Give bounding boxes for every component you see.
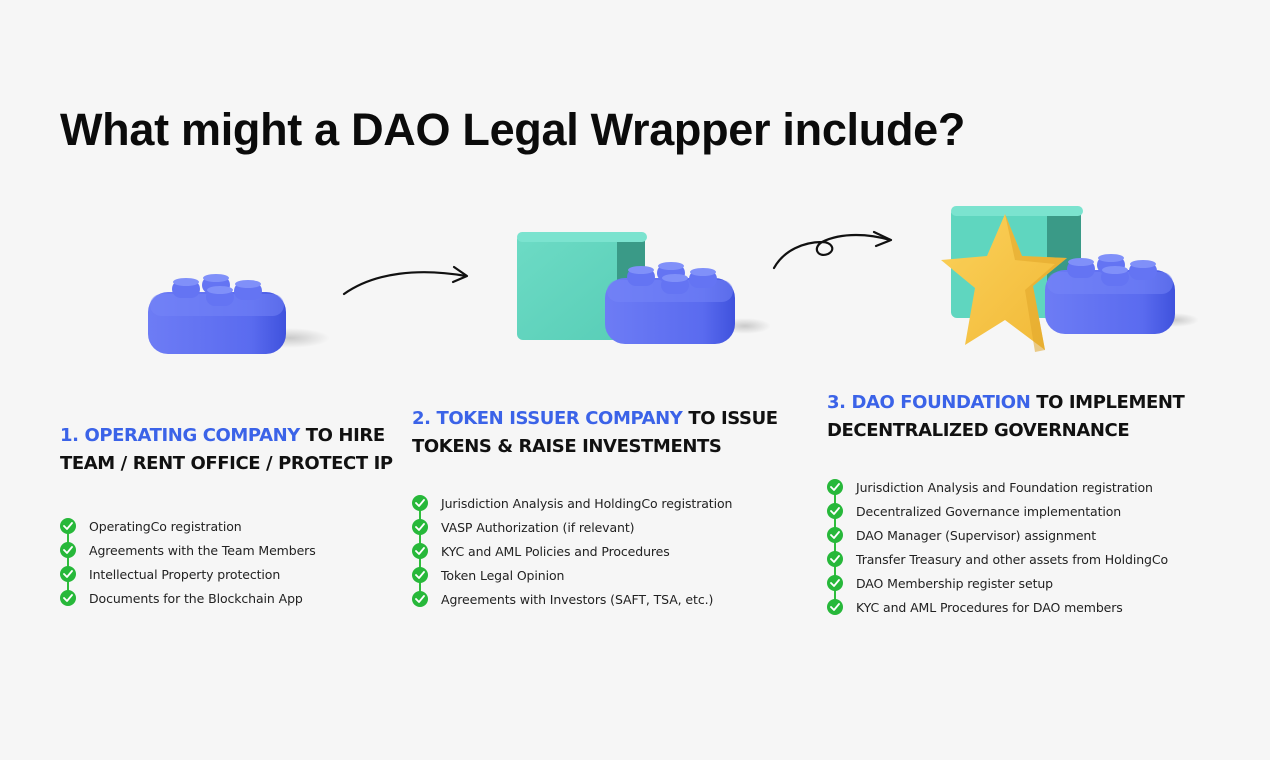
list-item: Agreements with Investors (SAFT, TSA, et… xyxy=(412,587,778,611)
list-item: KYC and AML Policies and Procedures xyxy=(412,539,778,563)
item-label: Intellectual Property protection xyxy=(89,566,281,582)
section-token-issuer-company: 2. TOKEN ISSUER COMPANY TO ISSUE TOKENS … xyxy=(412,405,778,611)
heading-number: 2. xyxy=(412,408,431,429)
heading-rest: TO HIRE xyxy=(299,425,385,446)
check-circle-icon xyxy=(60,542,76,558)
list-item: VASP Authorization (if relevant) xyxy=(412,515,778,539)
heading-accent: OPERATING COMPANY xyxy=(84,425,300,446)
heading-accent: TOKEN ISSUER COMPANY xyxy=(436,408,683,429)
list-item: DAO Manager (Supervisor) assignment xyxy=(827,523,1184,547)
checklist: OperatingCo registration Agreements with… xyxy=(60,514,393,610)
item-label: KYC and AML Procedures for DAO members xyxy=(856,599,1123,615)
list-item: KYC and AML Procedures for DAO members xyxy=(827,595,1184,619)
check-circle-icon xyxy=(412,591,428,607)
list-item: Intellectual Property protection xyxy=(60,562,393,586)
check-circle-icon xyxy=(827,503,843,519)
curved-arrow-icon xyxy=(342,265,469,296)
item-label: Transfer Treasury and other assets from … xyxy=(856,551,1169,567)
check-circle-icon xyxy=(412,519,428,535)
page-title: What might a DAO Legal Wrapper include? xyxy=(60,104,966,155)
list-item: Jurisdiction Analysis and HoldingCo regi… xyxy=(412,491,778,515)
item-label: OperatingCo registration xyxy=(89,518,242,534)
section-heading: 3. DAO FOUNDATION TO IMPLEMENT DECENTRAL… xyxy=(827,389,1185,445)
item-label: Decentralized Governance implementation xyxy=(856,503,1122,519)
item-label: Token Legal Opinion xyxy=(441,567,565,583)
item-label: Documents for the Blockchain App xyxy=(89,590,303,606)
section-heading: 1. OPERATING COMPANY TO HIRE TEAM / RENT… xyxy=(60,422,393,478)
list-item: Documents for the Blockchain App xyxy=(60,586,393,610)
section-operating-company: 1. OPERATING COMPANY TO HIRE TEAM / RENT… xyxy=(60,422,393,610)
item-label: DAO Manager (Supervisor) assignment xyxy=(856,527,1097,543)
list-item: OperatingCo registration xyxy=(60,514,393,538)
check-circle-icon xyxy=(60,518,76,534)
item-label: DAO Membership register setup xyxy=(856,575,1054,591)
item-label: KYC and AML Policies and Procedures xyxy=(441,543,670,559)
item-label: VASP Authorization (if relevant) xyxy=(441,519,635,535)
check-circle-icon xyxy=(412,543,428,559)
item-label: Jurisdiction Analysis and HoldingCo regi… xyxy=(441,495,733,511)
star-cube-and-brick-illustration xyxy=(941,206,1199,352)
check-circle-icon xyxy=(827,599,843,615)
check-circle-icon xyxy=(412,567,428,583)
loop-arrow-icon xyxy=(772,230,893,270)
heading-number: 3. xyxy=(827,392,846,413)
list-item: Decentralized Governance implementation xyxy=(827,499,1184,523)
checklist: Jurisdiction Analysis and Foundation reg… xyxy=(827,475,1184,619)
section-dao-foundation: 3. DAO FOUNDATION TO IMPLEMENT DECENTRAL… xyxy=(827,389,1185,619)
check-circle-icon xyxy=(412,495,428,511)
check-circle-icon xyxy=(60,590,76,606)
check-circle-icon xyxy=(60,566,76,582)
heading-line2: DECENTRALIZED GOVERNANCE xyxy=(827,420,1130,441)
section-heading: 2. TOKEN ISSUER COMPANY TO ISSUE TOKENS … xyxy=(412,405,778,461)
teal-cube-and-brick-illustration xyxy=(517,232,771,344)
list-item: Transfer Treasury and other assets from … xyxy=(827,547,1184,571)
heading-rest: TO ISSUE xyxy=(682,408,778,429)
check-circle-icon xyxy=(827,575,843,591)
list-item: Jurisdiction Analysis and Foundation reg… xyxy=(827,475,1184,499)
list-item: Agreements with the Team Members xyxy=(60,538,393,562)
heading-rest: TO IMPLEMENT xyxy=(1030,392,1185,413)
item-label: Agreements with the Team Members xyxy=(89,542,316,558)
check-circle-icon xyxy=(827,551,843,567)
heading-accent: DAO FOUNDATION xyxy=(851,392,1031,413)
check-circle-icon xyxy=(827,479,843,495)
blue-brick-illustration xyxy=(148,274,330,354)
heading-number: 1. xyxy=(60,425,79,446)
check-circle-icon xyxy=(827,527,843,543)
heading-line2: TEAM / RENT OFFICE / PROTECT IP xyxy=(60,453,393,474)
list-item: Token Legal Opinion xyxy=(412,563,778,587)
list-item: DAO Membership register setup xyxy=(827,571,1184,595)
item-label: Agreements with Investors (SAFT, TSA, et… xyxy=(441,591,714,607)
heading-line2: TOKENS & RAISE INVESTMENTS xyxy=(412,436,722,457)
item-label: Jurisdiction Analysis and Foundation reg… xyxy=(856,479,1153,495)
checklist: Jurisdiction Analysis and HoldingCo regi… xyxy=(412,491,778,611)
